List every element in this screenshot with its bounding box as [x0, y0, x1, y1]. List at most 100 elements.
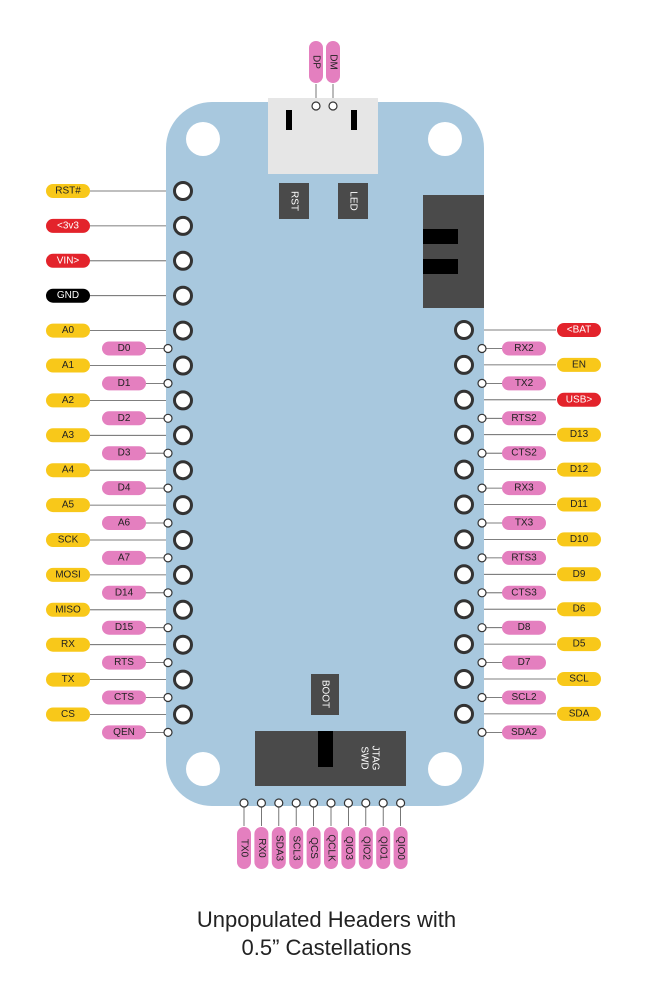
right-pin-hole-en: [454, 354, 474, 375]
rst-button: [279, 183, 309, 219]
bottom-castellation-label-sda3: SDA3: [273, 835, 284, 862]
left-castellation-label-d15: D15: [115, 622, 134, 633]
left-castellation-label-d1: D1: [118, 378, 131, 389]
left-pin-label-cs-group: CS: [46, 707, 90, 722]
left-pin-hole-rst: [173, 181, 193, 201]
left-pin-hole-mosi: [173, 564, 193, 585]
board-body: [166, 102, 484, 806]
left-pin-label-gnd-group: GND: [46, 288, 90, 303]
left-castellation-label-d4: D4: [118, 483, 131, 494]
right-pin-label-usb-pill: [557, 392, 601, 407]
left-castellation-d4: [163, 483, 173, 493]
left-pin-label-miso-group: MISO: [46, 602, 90, 617]
left-pin-label-rst-group: RST#: [46, 184, 90, 198]
left-castellation-cts: [163, 692, 173, 703]
bottom-castellation-label-qio2-group: QIO2: [358, 827, 373, 869]
left-pin-hole-rx: [173, 634, 193, 655]
left-pin-label-a3-pill: [46, 428, 90, 443]
left-pin-label-vin-group: VIN>: [46, 253, 90, 268]
bottom-castellation-rx0: [256, 798, 266, 808]
bottom-castellation-label-sda3-group: SDA3: [271, 827, 286, 869]
usb-pin-dm: [328, 101, 338, 111]
bottom-castellation-label-qio0-group: QIO0: [393, 827, 408, 869]
mounting-hole-top-left: [186, 122, 220, 156]
right-pin-label-d10-pill: [557, 532, 601, 547]
left-pin-label-rx-group: RX: [46, 637, 90, 652]
left-pin-label-miso: MISO: [55, 604, 81, 615]
left-pin-label-a3: A3: [62, 430, 75, 441]
bottom-castellation-label-qio3: QIO3: [343, 836, 354, 860]
right-castellation-rx2: [477, 343, 487, 354]
right-castellation-label-rts2: RTS2: [511, 413, 537, 424]
left-castellation-label-qen-pill: [102, 725, 146, 740]
left-castellation-d3: [163, 448, 173, 458]
right-pin-label-scl: SCL: [569, 674, 589, 685]
left-pin-label-cs-pill: [46, 707, 90, 722]
right-castellation-label-cts3-pill: [502, 585, 546, 600]
right-pin-label-d6: D6: [573, 604, 586, 615]
left-pin-label-rst-pill: [46, 184, 90, 198]
left-castellation-d2: [163, 413, 173, 423]
left-pin-hole-3v3: [173, 215, 193, 236]
bottom-castellation-label-tx0-pill: [237, 827, 251, 869]
right-castellation-rx3: [477, 483, 487, 493]
left-pin-label-a2-group: A2: [46, 393, 90, 408]
right-castellation-label-rx3-group: RX3: [502, 481, 546, 496]
left-pin-label-a1-group: A1: [46, 358, 90, 373]
bottom-castellation-label-qcs-pill: [306, 827, 321, 869]
right-pin-hole-scl: [454, 669, 474, 689]
caption-line-1: Unpopulated Headers with: [196, 907, 457, 932]
right-pin-label-bat-group: <BAT: [557, 323, 601, 337]
right-pin-label-d9-pill: [557, 567, 601, 582]
right-pin-label-d5: D5: [573, 639, 586, 650]
jtag-label: JTAG: [370, 746, 381, 771]
left-castellation-label-cts: CTS: [114, 692, 134, 703]
left-castellation-label-a6-pill: [102, 516, 146, 530]
right-pin-label-en-group: EN: [557, 357, 601, 372]
bottom-castellation-label-rx0-group: RX0: [254, 827, 269, 869]
bottom-castellation-label-qclk-pill: [324, 827, 338, 869]
right-pin-label-sda: SDA: [569, 708, 590, 719]
left-pin-label-a1-pill: [46, 358, 90, 373]
mounting-hole-top-right: [428, 122, 462, 156]
caption-line-2: 0.5” Castellations: [241, 935, 412, 960]
left-pin-label-mosi-pill: [46, 567, 90, 582]
right-castellation-rts3: [477, 553, 487, 563]
right-castellation-label-sda2-pill: [502, 725, 546, 740]
right-pin-label-d12-group: D12: [557, 462, 601, 477]
left-castellation-label-a6-group: A6: [102, 516, 146, 530]
right-pin-label-scl-group: SCL: [557, 672, 601, 686]
right-castellation-label-rts3: RTS3: [511, 552, 537, 563]
left-castellation-label-d2-pill: [102, 411, 146, 426]
right-pin-hole-d11: [454, 494, 474, 515]
bottom-castellation-label-tx0: TX0: [239, 839, 250, 858]
right-castellation-d7: [477, 657, 487, 668]
left-pin-hole-a0: [173, 320, 193, 341]
right-castellation-label-tx3-group: TX3: [502, 516, 546, 530]
bottom-castellation-qio2: [361, 798, 371, 808]
left-pin-label-vin-pill: [46, 253, 90, 268]
left-pin-label-gnd: GND: [57, 290, 79, 301]
battery-connector: [423, 195, 484, 308]
bottom-castellation-qclk: [326, 798, 336, 808]
left-pin-hole-a5: [173, 495, 193, 516]
left-pin-label-a2-pill: [46, 393, 90, 408]
left-pin-label-vin: VIN>: [57, 255, 80, 266]
left-pin-label-a5-pill: [46, 498, 90, 513]
boot-button-label: BOOT: [320, 680, 331, 708]
right-pin-label-d6-group: D6: [557, 602, 601, 617]
right-castellation-label-d7-pill: [502, 655, 546, 670]
right-castellation-label-cts2: CTS2: [511, 448, 537, 459]
left-pin-label-a5-group: A5: [46, 498, 90, 513]
right-pin-label-d11: D11: [570, 499, 588, 510]
right-castellation-scl2: [477, 692, 487, 703]
left-pin-hole-a2: [173, 390, 193, 411]
bottom-castellation-label-qio0-pill: [393, 827, 408, 869]
left-castellation-label-d14: D14: [115, 587, 134, 598]
left-pin-label-sck-group: SCK: [46, 533, 90, 547]
left-castellation-label-d4-pill: [102, 481, 146, 496]
right-pin-hole-sda: [454, 703, 474, 724]
left-pin-label-rx-pill: [46, 637, 90, 652]
left-castellation-qen: [163, 727, 173, 738]
right-pin-label-d12: D12: [570, 464, 589, 475]
